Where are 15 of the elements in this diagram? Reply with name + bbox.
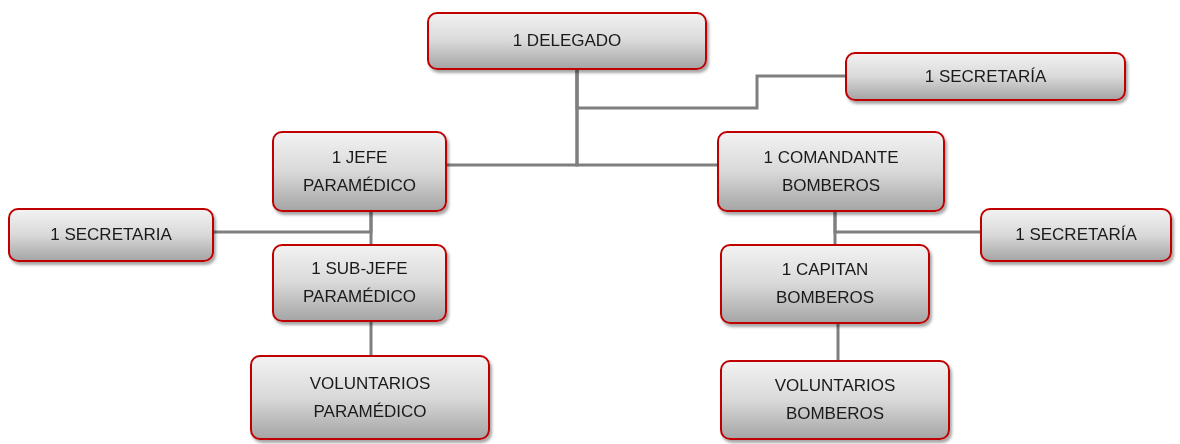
org-box: 1 SUB-JEFE PARAMÉDICO [272,244,447,322]
connector-line [369,322,373,355]
connector-line [836,324,840,360]
org-box: 1 CAPITAN BOMBEROS [720,244,930,324]
org-box: 1 SECRETARÍA [845,52,1126,101]
connector-line [833,212,837,244]
org-box: 1 JEFE PARAMÉDICO [272,131,447,212]
connector-line [575,70,717,167]
org-box: 1 DELEGADO [427,12,707,70]
connector-line [369,212,373,244]
org-box: 1 SECRETARÍA [980,208,1172,262]
org-box: 1 SECRETARIA [8,208,214,262]
org-box: 1 COMANDANTE BOMBEROS [717,131,945,212]
org-box: VOLUNTARIOS PARAMÉDICO [250,355,490,440]
org-box: VOLUNTARIOS BOMBEROS [720,360,950,440]
